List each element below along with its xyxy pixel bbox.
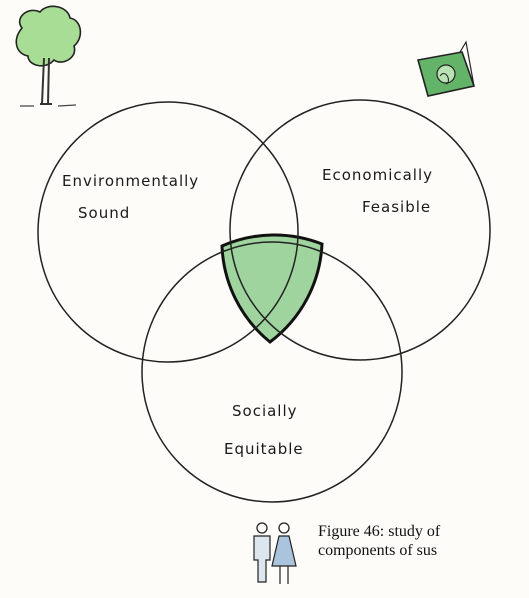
overlap-region [220,233,324,344]
circle-economic [229,99,491,361]
people-icon [253,522,297,584]
circle-social [141,241,403,503]
label-social: Socially Equitable [224,402,304,458]
tree-icon [15,5,82,107]
label-environmental: Environmentally Sound [62,172,205,222]
figure-caption: Figure 46: study of components of sus [318,522,440,560]
label-economic: Economically Feasible [322,166,439,216]
money-icon [416,40,476,97]
caption-line-1: Figure 46: study of [318,523,441,540]
caption-line-2: components of sus [318,542,438,559]
circle-environmental [37,101,299,363]
